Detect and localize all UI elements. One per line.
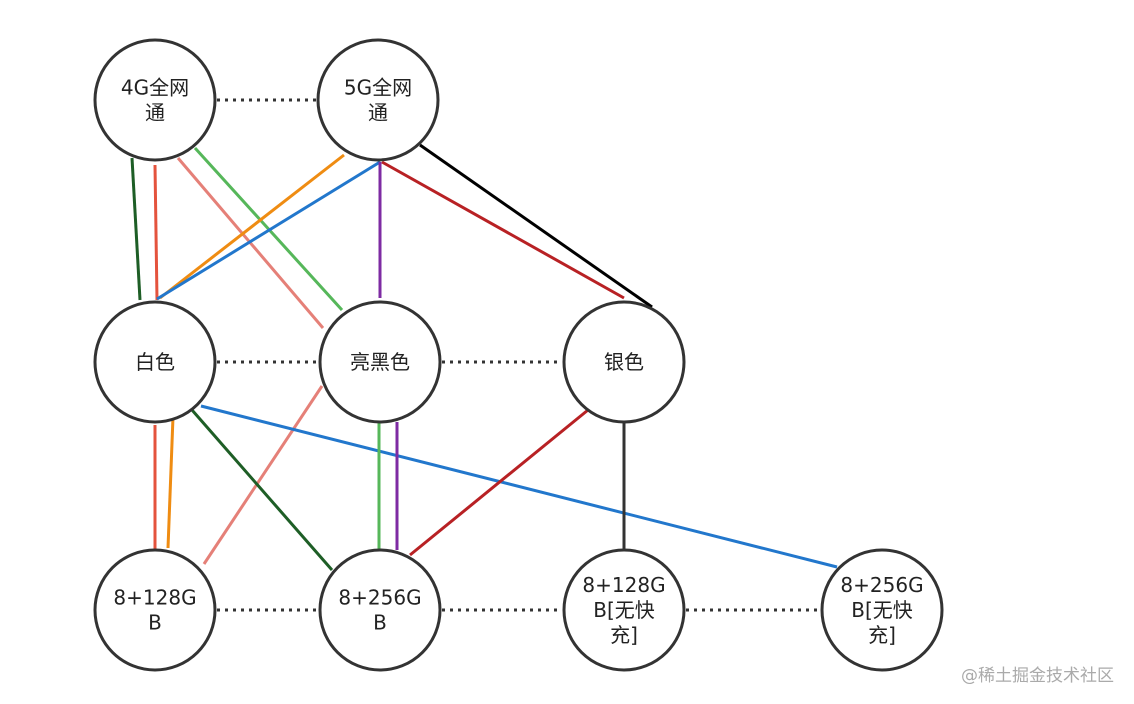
edge-crimson-7 — [381, 160, 625, 300]
node-white-circle — [93, 300, 217, 424]
node-8-128gb-no-fast-charge-circle — [562, 548, 686, 672]
node-8-256gb-label-line-1: B — [373, 611, 387, 635]
node-bright-black: 亮黑色 — [318, 300, 442, 424]
node-4g-network-circle — [93, 38, 217, 162]
node-silver: 银色 — [562, 300, 686, 424]
node-8-256gb-circle — [318, 548, 442, 672]
node-8-128gb-label-line-0: 8+128G — [113, 586, 196, 610]
edge-red-1 — [153, 164, 159, 301]
node-bright-black-label-line-0: 亮黑色 — [350, 350, 410, 374]
node-white-label-line-0: 白色 — [135, 350, 175, 374]
node-8-256gb-no-fast-charge-circle — [820, 548, 944, 672]
node-5g-network-label-line-0: 5G全网 — [344, 76, 412, 100]
node-8-256gb-label-line-0: 8+256G — [338, 586, 421, 610]
node-8-256gb-no-fast-charge-label-line-2: 充] — [868, 623, 896, 647]
watermark: @稀土掘金技术社区 — [961, 666, 1114, 686]
node-8-128gb-no-fast-charge-label-line-1: B[无快 — [593, 598, 655, 622]
edge-black-8 — [419, 143, 653, 309]
edge-crimson-16 — [409, 408, 589, 557]
node-5g-network-circle — [316, 38, 440, 162]
edge-blue-13 — [200, 404, 838, 569]
edge-pink-11 — [202, 385, 324, 565]
node-8-128gb-no-fast-charge-label-line-2: 充] — [610, 623, 638, 647]
node-5g-network-label-line-1: 通 — [368, 101, 388, 125]
edge-blue-5 — [156, 160, 381, 301]
node-8-128gb-no-fast-charge-label-line-0: 8+128G — [582, 573, 665, 597]
node-8-256gb-no-fast-charge-label-line-0: 8+256G — [840, 573, 923, 597]
node-silver-circle — [562, 300, 686, 424]
node-8-256gb-no-fast-charge-label-line-1: B[无快 — [851, 598, 913, 622]
node-silver-label-line-0: 银色 — [604, 350, 644, 374]
node-8-128gb-circle — [93, 548, 217, 672]
edge-dark-green-0 — [130, 157, 142, 301]
node-bright-black-circle — [318, 300, 442, 424]
node-4g-network-label-line-0: 4G全网 — [121, 76, 189, 100]
node-4g-network-label-line-1: 通 — [145, 101, 165, 125]
nodes: 4G全网通5G全网通白色亮黑色银色8+128GB8+256GB8+128GB[无… — [93, 38, 944, 672]
colored-edges — [130, 143, 838, 571]
node-white: 白色 — [93, 300, 217, 424]
edge-orange-10 — [166, 416, 175, 549]
edge-orange-4 — [159, 153, 345, 300]
edge-dark-green-12 — [190, 409, 334, 571]
node-8-128gb-label-line-1: B — [148, 611, 162, 635]
dotted-links — [217, 98, 820, 612]
